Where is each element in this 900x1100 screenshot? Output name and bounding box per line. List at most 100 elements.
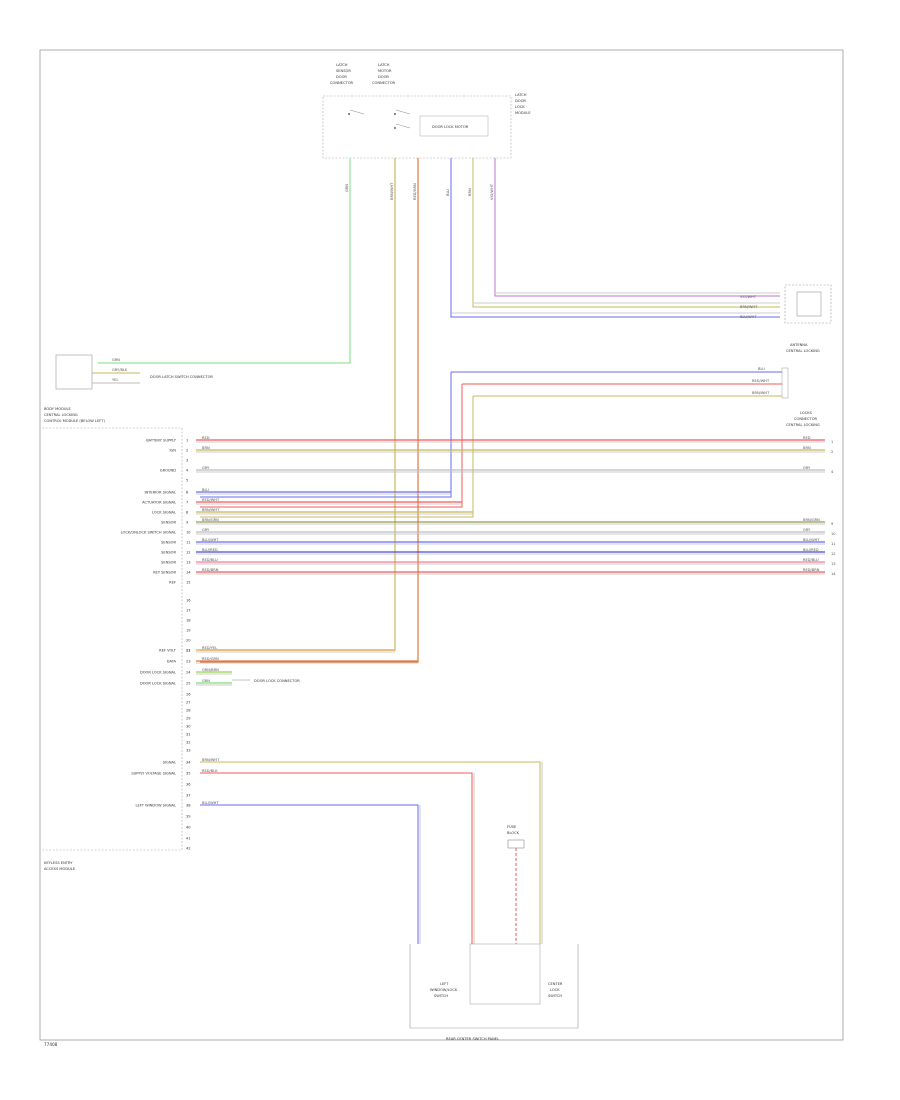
pin-number: 22 (186, 648, 191, 652)
pin-number: 8 (186, 510, 189, 514)
pin-label: REF VOLT (159, 648, 177, 652)
pin-number: 5 (186, 478, 188, 482)
right-connector: BLU RED/WHT BRN/WHT LOCKS CONNECTOR CENT… (200, 367, 820, 518)
pin-label: LEFT WINDOW SIGNAL (136, 803, 176, 807)
pin-number: 12 (186, 550, 191, 554)
pin-number: 23 (186, 659, 191, 663)
svg-text:RED/WHT: RED/WHT (752, 379, 770, 383)
svg-text:DOOR LATCH SWITCH CONNECTOR: DOOR LATCH SWITCH CONNECTOR (150, 375, 213, 379)
svg-text:BRN/WHT: BRN/WHT (740, 305, 758, 309)
pin-number: 35 (186, 771, 191, 775)
svg-text:VIO/WHT: VIO/WHT (740, 295, 757, 299)
svg-text:GRY/BLK: GRY/BLK (112, 368, 128, 372)
pin-wire-color: BRN/GRN (202, 518, 219, 522)
pin-wire-color: RED/YEL (202, 646, 217, 650)
pin-number: 15 (186, 580, 191, 584)
svg-text:SWITCH: SWITCH (434, 994, 448, 998)
svg-text:LATCH: LATCH (378, 63, 390, 67)
bottom-switch-box: REAR CENTER SWITCH PANEL LEFT WINDOW/LOC… (200, 761, 579, 1041)
top-right-label: LATCH DOOR LOCK MODULE (515, 93, 531, 115)
pin-number: 32 (186, 740, 191, 744)
pin-number: 4 (186, 468, 189, 472)
pin-label: KEY SENSOR (153, 570, 176, 574)
svg-text:ANTENNA: ANTENNA (790, 343, 808, 347)
pin-wire-color: RED (202, 436, 210, 440)
wire-blue-top (450, 158, 780, 318)
wire-green-top (98, 158, 351, 364)
pin-wire-color: BRN/WHT (202, 508, 220, 512)
pin-number: 10 (186, 530, 191, 534)
pin-label: LOCK SIGNAL (152, 510, 176, 514)
pin-number: 41 (186, 836, 191, 840)
pin-label: DOOR LOCK SIGNAL (140, 681, 176, 685)
pin-number: 13 (186, 560, 191, 564)
pin-end-number: 12 (831, 552, 836, 556)
svg-text:CENTRAL LOCKING: CENTRAL LOCKING (44, 413, 78, 417)
svg-text:BLU: BLU (758, 367, 765, 371)
pin-wire-color: RED/BLU (202, 558, 218, 562)
svg-text:CENTRAL LOCKING: CENTRAL LOCKING (786, 349, 820, 353)
top-module-box (322, 95, 512, 159)
pin-wire-color-right: RED (803, 436, 811, 440)
pin-wire-color-right: BRN (803, 446, 811, 450)
top-module-inner-label: DOOR LOCK MOTOR (432, 125, 469, 129)
svg-text:MOTOR: MOTOR (378, 69, 392, 73)
top-wires (98, 158, 780, 663)
pin-label: SENSOR (161, 560, 176, 564)
pin-number: 3 (186, 458, 188, 462)
pin-label: SENSOR (161, 540, 176, 544)
pin-wire-color: GRY (202, 466, 210, 470)
pin-wire-color: BLU/WHT (202, 538, 219, 542)
svg-text:LOCK: LOCK (515, 105, 525, 109)
pin-number: 9 (186, 520, 189, 524)
pin-number: 21 (186, 648, 191, 652)
pin-number: 39 (186, 814, 191, 818)
pin-label: BATTERY SUPPLY (146, 438, 177, 442)
svg-text:ACCESS MODULE: ACCESS MODULE (44, 867, 76, 871)
pin-wire-color: RED/GRN (202, 657, 219, 661)
pin-number: 40 (186, 825, 191, 829)
top-module: DOOR LOCK MOTOR LATCH SENSOR DOOR CONNEC… (322, 63, 531, 159)
svg-text:BRN/WHT: BRN/WHT (390, 182, 394, 200)
pin-end-number: 9 (831, 522, 834, 526)
top-left-label: LATCH SENSOR DOOR CONNECTOR (330, 63, 354, 85)
pin-number: 19 (186, 628, 191, 632)
wire-violet-top (494, 158, 780, 297)
pin-wire-color-right: BRN/GRN (803, 518, 820, 522)
pin-end-number: 1 (831, 440, 833, 444)
svg-text:CONTROL MODULE (BELOW LEFT): CONTROL MODULE (BELOW LEFT) (44, 419, 105, 423)
pin-end-number: 14 (831, 572, 836, 576)
svg-text:DOOR: DOOR (515, 99, 526, 103)
pin-number: 25 (186, 681, 191, 685)
pin-number: 26 (186, 692, 191, 696)
pin-wire-color-right: BLU/RED (803, 548, 819, 552)
pin-number: 31 (186, 732, 191, 736)
pin-number: 11 (186, 540, 191, 544)
pin-label: DOOR LOCK SIGNAL (140, 670, 176, 674)
pin-number: 14 (186, 570, 191, 574)
pin-wire-color: RED/BLK (202, 769, 218, 773)
pin-number: 28 (186, 708, 191, 712)
svg-text:CENTER: CENTER (548, 982, 563, 986)
pin-end-number: 2 (831, 450, 833, 454)
top-module-inner-box (419, 115, 489, 137)
svg-text:REAR CENTER SWITCH PANEL: REAR CENTER SWITCH PANEL (446, 1037, 499, 1041)
wire-orange-vert (200, 158, 419, 663)
svg-text:LATCH: LATCH (515, 93, 527, 97)
pin-number: 29 (186, 716, 191, 720)
svg-text:SWITCH: SWITCH (548, 994, 562, 998)
pin-number: 33 (186, 748, 191, 752)
svg-text:CONNECTOR: CONNECTOR (330, 81, 354, 85)
page-frame (39, 49, 844, 1041)
pin-wire-color: RED/WHT (202, 498, 220, 502)
pin-label: GROUND (160, 468, 176, 472)
svg-text:BODY MODULE: BODY MODULE (44, 407, 71, 411)
pin-label: SENSOR (161, 550, 176, 554)
svg-text:CONNECTOR: CONNECTOR (372, 81, 396, 85)
pin-wire-color: RED/BRN (202, 568, 219, 572)
pin-number: 16 (186, 598, 191, 602)
svg-text:DOOR: DOOR (378, 75, 389, 79)
pin-number: 37 (186, 793, 191, 797)
